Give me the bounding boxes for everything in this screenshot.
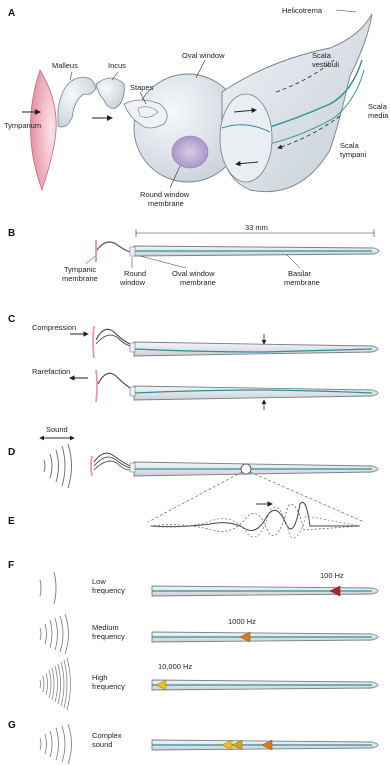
helicotrema-leader [336, 10, 356, 12]
stapes-label: Stapes [130, 83, 154, 92]
low-label-1: Low [92, 577, 106, 586]
traveling-wave-3 [150, 507, 360, 538]
malleus-label: Malleus [52, 61, 78, 70]
incus [96, 78, 124, 108]
low-label-2: frequency [92, 586, 125, 595]
high-label-1: High [92, 673, 107, 682]
oval-window-c1 [130, 343, 135, 352]
tympanum-c1 [93, 326, 94, 358]
complex-sound-source [40, 724, 72, 764]
panel-e-letter: E [8, 516, 15, 527]
scala-media-label-1: Scala [368, 102, 388, 111]
malleus [58, 77, 96, 127]
panel-b: B 33 mm Tympanic membrane Round window O… [8, 223, 379, 287]
basilar-label-2: membrane [284, 278, 320, 287]
panel-g: G Complex sound [8, 720, 378, 764]
oval-window-c2 [130, 387, 135, 396]
scala-vestibuli-label-1: Scala [312, 51, 332, 60]
ossicles-d1 [94, 453, 130, 466]
ossicles-c2 [98, 373, 130, 388]
tympanic-label-2: membrane [62, 274, 98, 283]
oval-window-box [130, 247, 135, 256]
malleus-leader [70, 72, 72, 80]
magnified-region [241, 464, 251, 474]
panel-f: F Low frequency 100 Hz Medium frequency … [8, 560, 378, 710]
panel-d-letter: D [8, 447, 15, 458]
helicotrema-label: Helicotrema [282, 6, 323, 15]
tympanum-d [91, 456, 92, 476]
panel-f-letter: F [8, 560, 14, 571]
round-window-label-2: membrane [148, 199, 184, 208]
basilar-label-1: Basilar [288, 269, 311, 278]
scala-media-label-2: media [368, 111, 389, 120]
oval-window-d [130, 463, 135, 472]
oval-leader [140, 256, 186, 268]
compression-label: Compression [32, 323, 76, 332]
panel-b-letter: B [8, 228, 15, 239]
tympanum-label: Tympanum [4, 121, 41, 130]
round-window-membrane [172, 136, 208, 168]
oval-label-2: membrane [180, 278, 216, 287]
medium-sound-source [40, 614, 69, 654]
incus-label: Incus [108, 61, 126, 70]
medium-freq-label: 1000 Hz [228, 617, 256, 626]
panel-d: D Sound [8, 425, 378, 522]
round-window-label-1: Round window [140, 190, 190, 199]
low-freq-label: 100 Hz [320, 571, 344, 580]
scala-tympani-label-1: Scala [340, 141, 360, 150]
oval-window-label: Oval window [182, 51, 225, 60]
medium-label-1: Medium [92, 623, 119, 632]
panel-a: A Tympanum Malleus Incus Stapes Oval win… [4, 6, 389, 208]
panel-a-letter: A [8, 8, 15, 19]
cochlea-cross-section [220, 94, 272, 182]
ossicle-chain [97, 242, 130, 252]
tympanic-label-1: Tympanic [64, 265, 96, 274]
ossicles-c1 [96, 329, 130, 344]
length-label: 33 mm [245, 223, 268, 232]
cochlea-c1 [134, 342, 378, 356]
complex-label-2: sound [92, 740, 112, 749]
high-sound-source [40, 658, 71, 710]
sound-label: Sound [46, 425, 68, 434]
zoom-line-right [250, 472, 364, 522]
complex-label-1: Complex [92, 731, 122, 740]
cochlea-c2 [134, 386, 378, 400]
panel-c-letter: C [8, 314, 15, 325]
tympanic-leader [86, 256, 95, 264]
panel-c: C Compression Rarefaction [8, 314, 378, 410]
zoom-line-left [148, 472, 242, 522]
panel-e: E [8, 502, 360, 537]
stapes [124, 100, 167, 128]
high-freq-label: 10,000 Hz [158, 662, 192, 671]
panel-g-letter: G [8, 720, 16, 731]
sound-source-d [44, 444, 72, 488]
tympanum-c2 [96, 370, 97, 402]
low-sound-source [40, 572, 56, 604]
round-label-2: window [119, 278, 146, 287]
basilar-leader [286, 254, 300, 268]
rarefaction-label: Rarefaction [32, 367, 70, 376]
high-label-2: frequency [92, 682, 125, 691]
oval-label-1: Oval window [172, 269, 215, 278]
medium-label-2: frequency [92, 632, 125, 641]
scala-tympani-label-2: tympani [340, 150, 367, 159]
scala-vestibuli-label-2: vestibuli [312, 60, 339, 69]
round-label-1: Round [124, 269, 146, 278]
tympanum-membrane [30, 70, 56, 190]
